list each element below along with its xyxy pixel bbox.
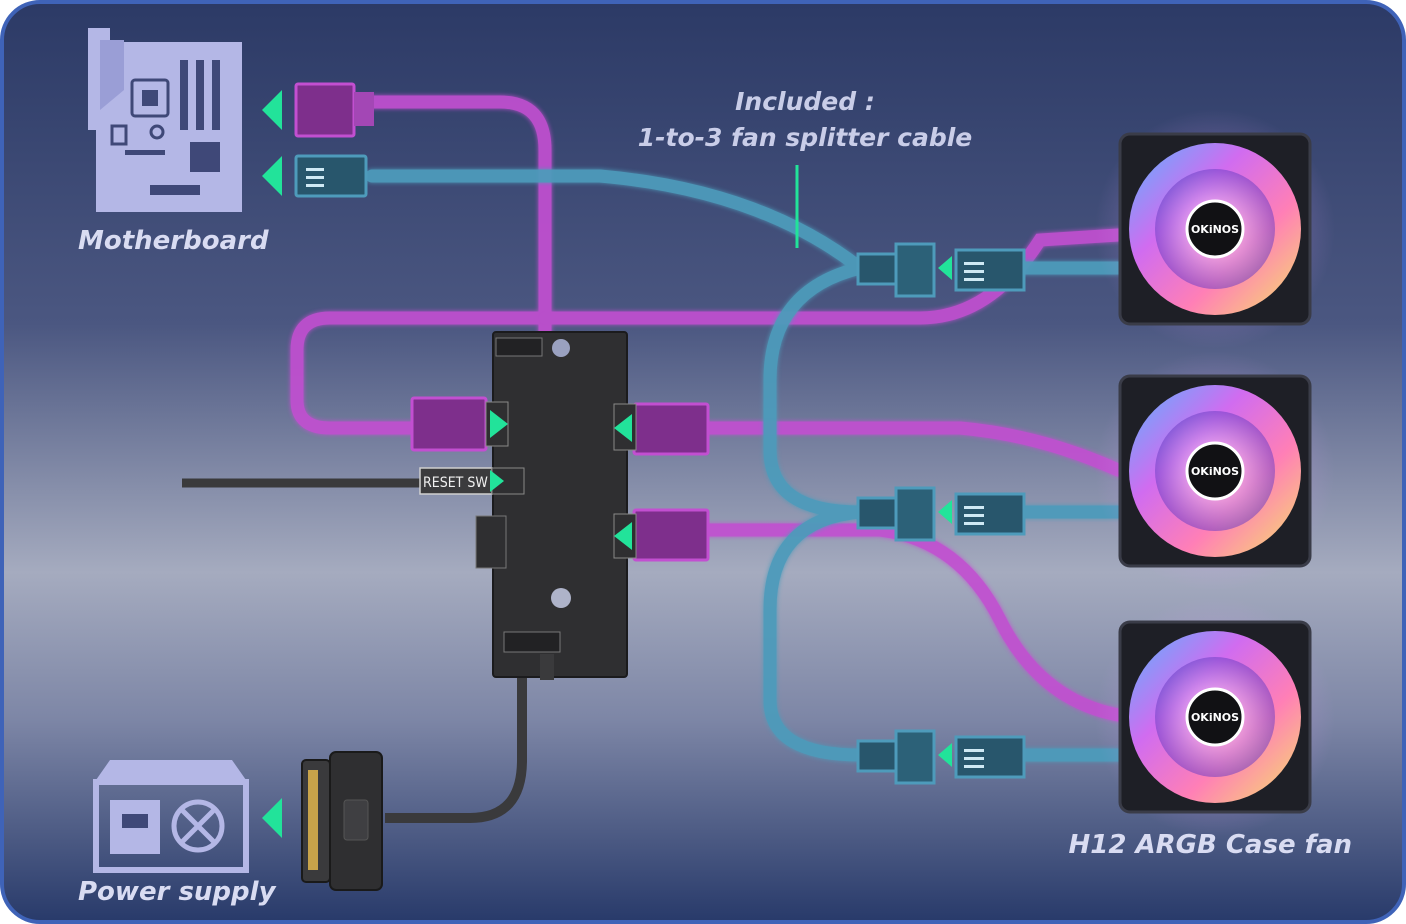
fan-cable-splitter-lower [763,505,867,762]
power-supply-label: Power supply [78,877,277,907]
reset-switch-connector [419,467,525,495]
motherboard-argb-connector [294,82,374,138]
hub-argb-out-arrow-1 [614,414,632,442]
argb-hub [475,331,628,680]
power-supply-arrow [262,798,282,838]
fan-cable-motherboard [365,169,867,275]
argb-cable-loop [290,311,552,435]
case-fan-1-brand: OKiNOS [1191,223,1239,236]
included-label-line1: Included : [735,87,875,116]
power-cable [385,670,527,823]
motherboard-argb-arrow [262,90,282,130]
motherboard-icon [88,28,242,212]
sata-power-connector [301,751,383,891]
motherboard-fan-connector [294,154,368,198]
argb-cable-fan1 [538,228,1125,325]
splitter-connector-2 [856,486,1026,542]
case-fan-2-brand: OKiNOS [1191,465,1239,478]
hub-argb-out-arrow-2 [614,522,632,550]
case-fan-label: H12 ARGB Case fan [1069,830,1353,860]
motherboard-label: Motherboard [78,226,269,256]
included-label-line2: 1-to-3 fan splitter cable [638,123,973,152]
hub-argb-in-arrow [490,410,508,438]
reset-switch-label: RESET SW [423,475,488,491]
argb-cables [290,95,1125,722]
case-fan-1 [1095,109,1335,349]
case-fan-2 [1095,351,1335,591]
splitter-connector-3 [856,729,1026,785]
power-supply-icon [93,760,249,873]
case-fan-3 [1095,597,1335,837]
splitter-connector-1 [856,242,1026,298]
argb-cable-motherboard [365,95,552,347]
fan-cable-splitter-trunk [763,261,867,519]
case-fan-3-brand: OKiNOS [1191,711,1239,724]
motherboard-fan-arrow [262,156,282,196]
